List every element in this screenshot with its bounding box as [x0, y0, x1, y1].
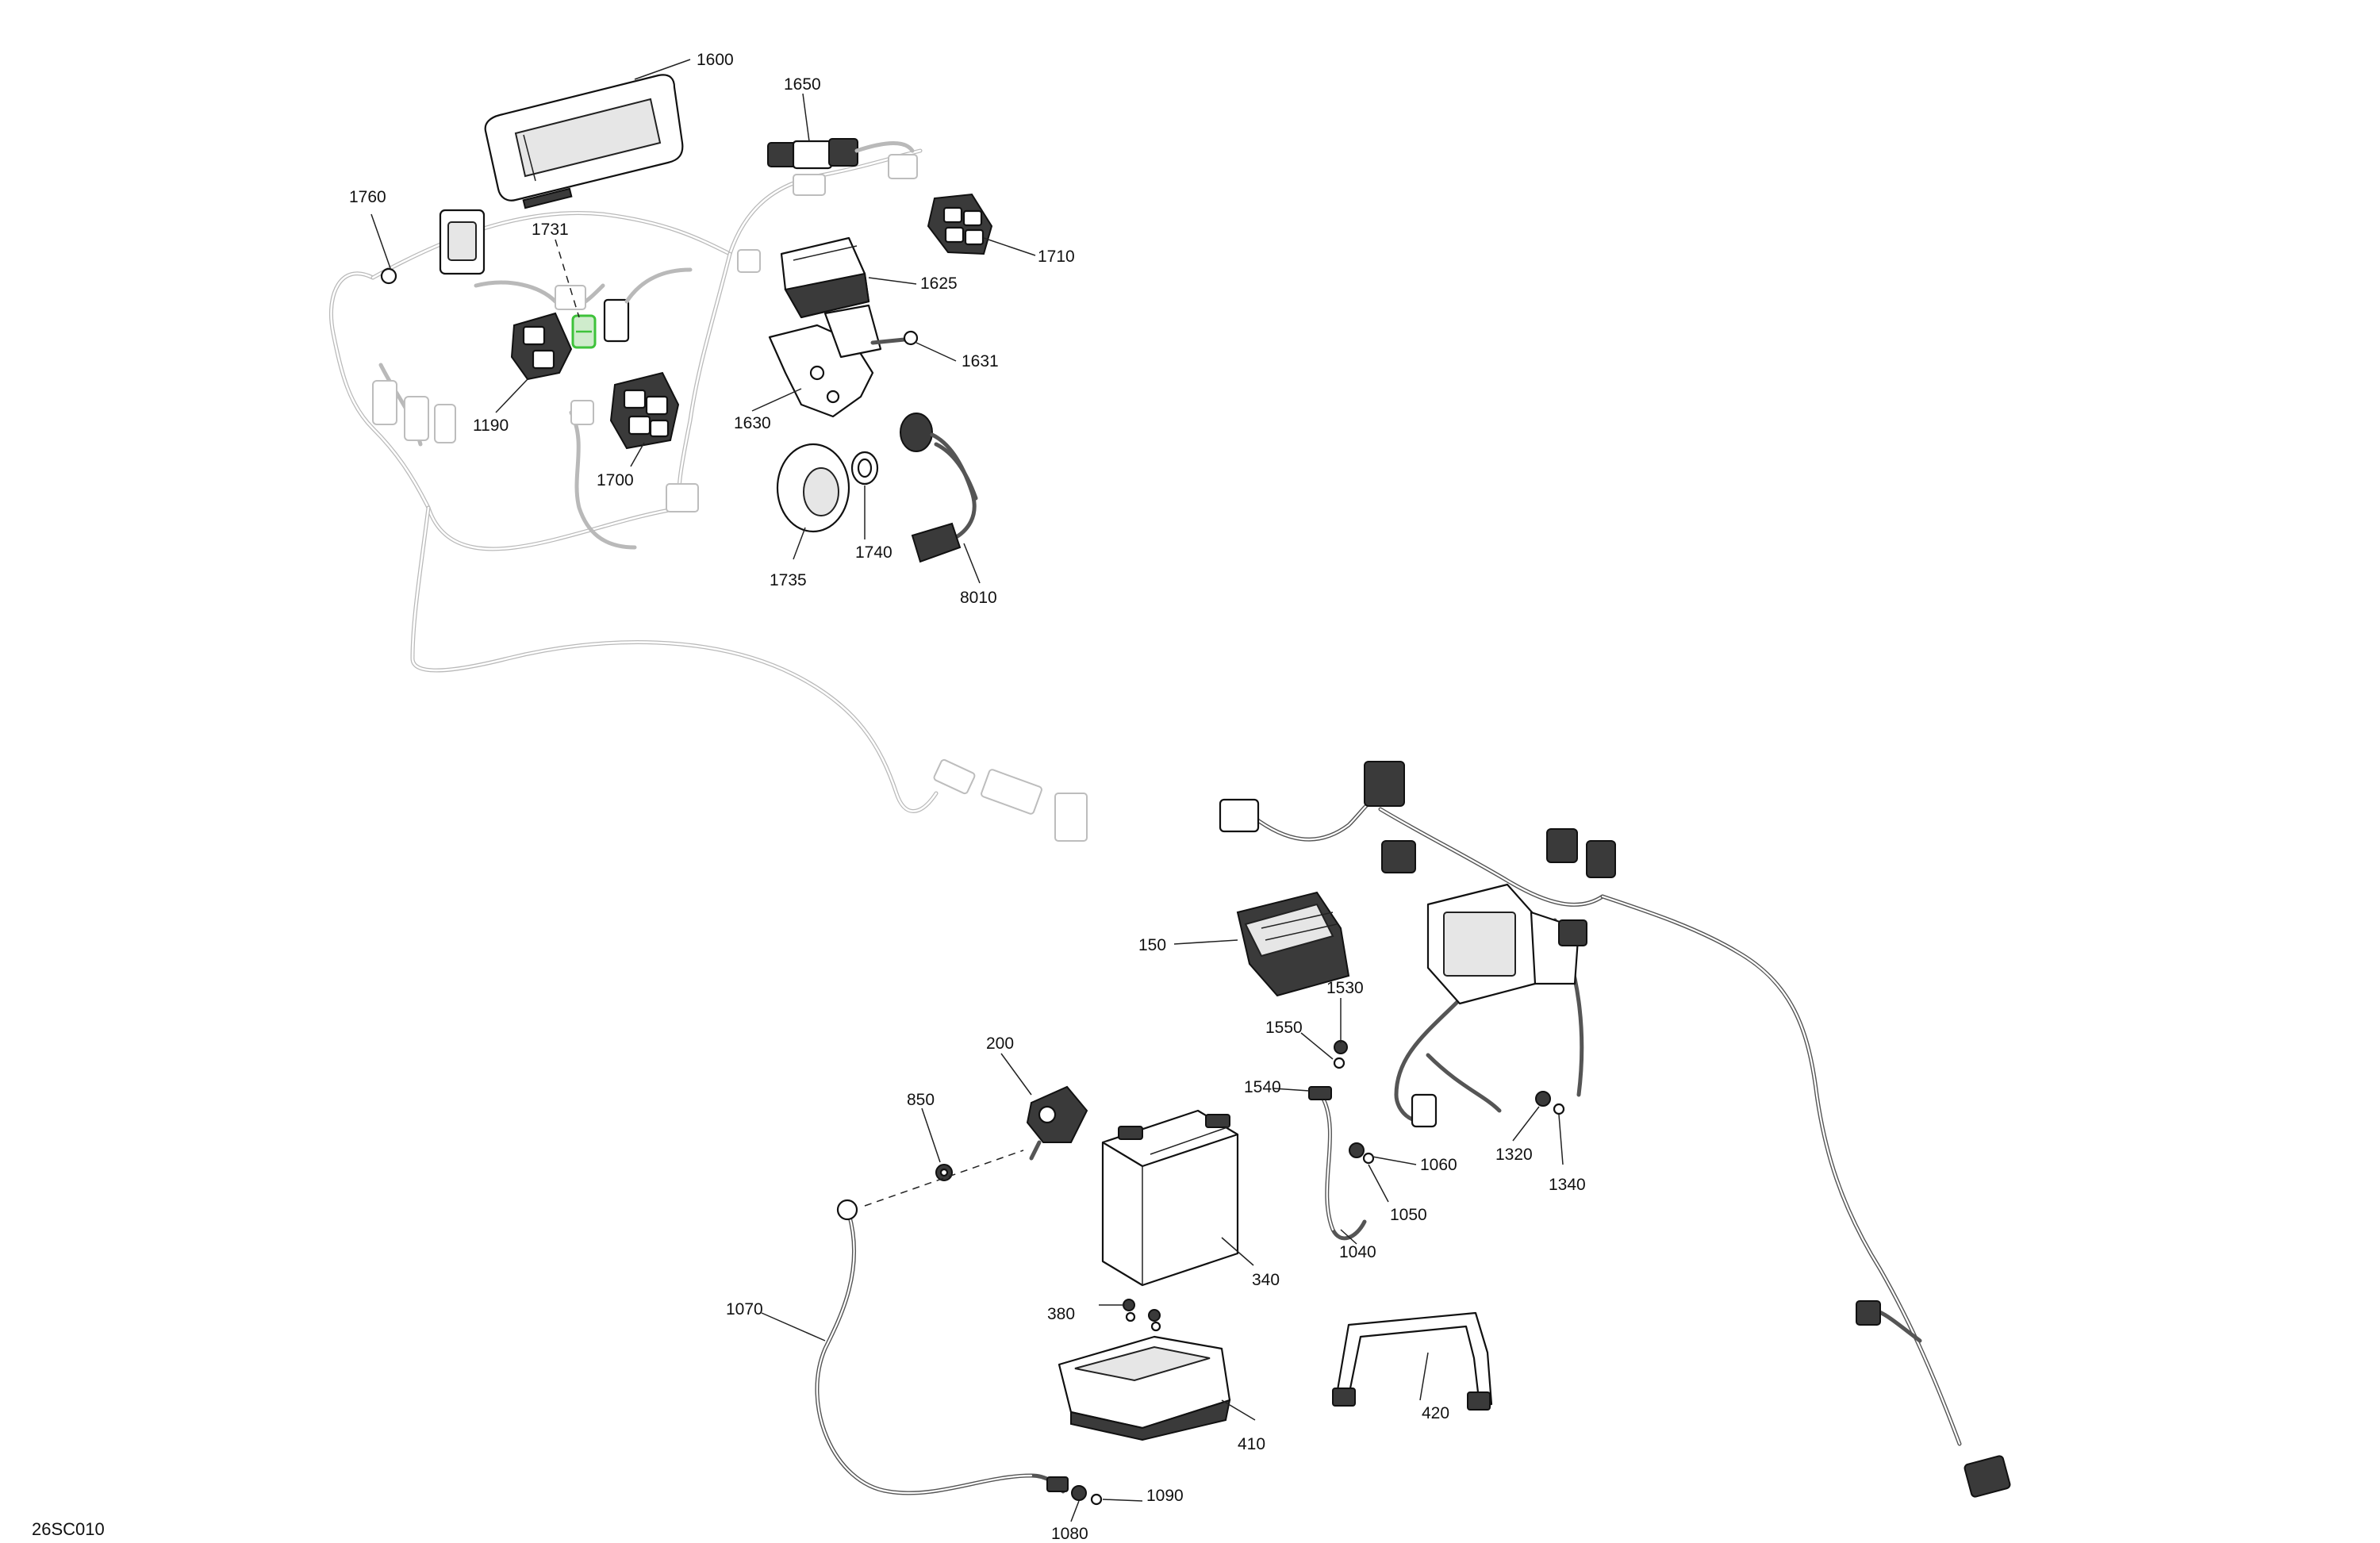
control-module [780, 236, 870, 319]
callout-420: 420 [1422, 1404, 1449, 1422]
callout-1040: 1040 [1339, 1243, 1376, 1261]
highlighted-connector [571, 314, 597, 349]
callout-1735: 1735 [770, 571, 807, 589]
callout-1740: 1740 [855, 543, 892, 562]
callout-850: 850 [907, 1091, 935, 1109]
callout-1090: 1090 [1146, 1487, 1184, 1505]
callout-1600: 1600 [697, 51, 734, 69]
hold-down-strap [1332, 1311, 1493, 1411]
rocker-switch [609, 371, 680, 450]
callout-1550: 1550 [1265, 1019, 1303, 1037]
callout-1320: 1320 [1495, 1146, 1533, 1164]
bolt-washer-set [1333, 1040, 1565, 1165]
callout-8010: 8010 [960, 589, 997, 607]
retaining-ring [850, 451, 879, 486]
callout-labels: 1600 1650 1760 1731 1710 1625 1631 1190 … [32, 51, 1586, 1543]
coiled-lanyard [900, 413, 978, 563]
leader-lines [370, 59, 1564, 1522]
multi-switch [927, 193, 993, 255]
callout-1631: 1631 [962, 352, 999, 370]
callout-1625: 1625 [920, 274, 958, 293]
lower-wiring-harness [1219, 761, 2011, 1498]
callout-200: 200 [986, 1034, 1014, 1053]
upper-wiring-harness [328, 148, 1088, 842]
battery-tray [1058, 1335, 1231, 1441]
positive-cable [815, 1199, 1069, 1495]
callout-1530: 1530 [1326, 979, 1364, 997]
callout-1650: 1650 [784, 75, 821, 94]
screws [1123, 1299, 1161, 1332]
ignition-socket [776, 443, 850, 533]
switch-assembly [510, 267, 693, 381]
screw [870, 330, 919, 346]
callout-1700: 1700 [597, 471, 634, 489]
callout-150: 150 [1138, 936, 1166, 954]
terminal-hardware [1071, 1485, 1103, 1506]
callout-410: 410 [1238, 1435, 1265, 1453]
diagram-code: 26SC010 [32, 1519, 105, 1539]
callout-1710: 1710 [1038, 248, 1075, 266]
callout-340: 340 [1252, 1271, 1280, 1289]
starter-solenoid [1026, 1085, 1088, 1161]
callout-1190: 1190 [473, 416, 509, 435]
callout-380: 380 [1047, 1305, 1075, 1323]
callout-1070: 1070 [726, 1300, 763, 1318]
callout-1050: 1050 [1390, 1206, 1427, 1224]
nut [935, 1164, 953, 1181]
callout-1060: 1060 [1420, 1156, 1457, 1174]
callout-1760: 1760 [349, 188, 386, 206]
callout-1080: 1080 [1051, 1525, 1088, 1543]
mounting-bracket [768, 304, 882, 418]
connector-assembly [767, 138, 915, 170]
callout-1540: 1540 [1244, 1078, 1281, 1096]
callout-1340: 1340 [1549, 1176, 1586, 1194]
ground-cable [1308, 1086, 1367, 1241]
instrument-cluster [484, 74, 684, 209]
harness-connector [380, 209, 486, 285]
callout-1630: 1630 [734, 414, 771, 432]
assembly-line [864, 1150, 1024, 1207]
battery [1101, 1109, 1239, 1287]
callout-1731: 1731 [532, 221, 569, 239]
voltage-regulator [1236, 891, 1350, 997]
